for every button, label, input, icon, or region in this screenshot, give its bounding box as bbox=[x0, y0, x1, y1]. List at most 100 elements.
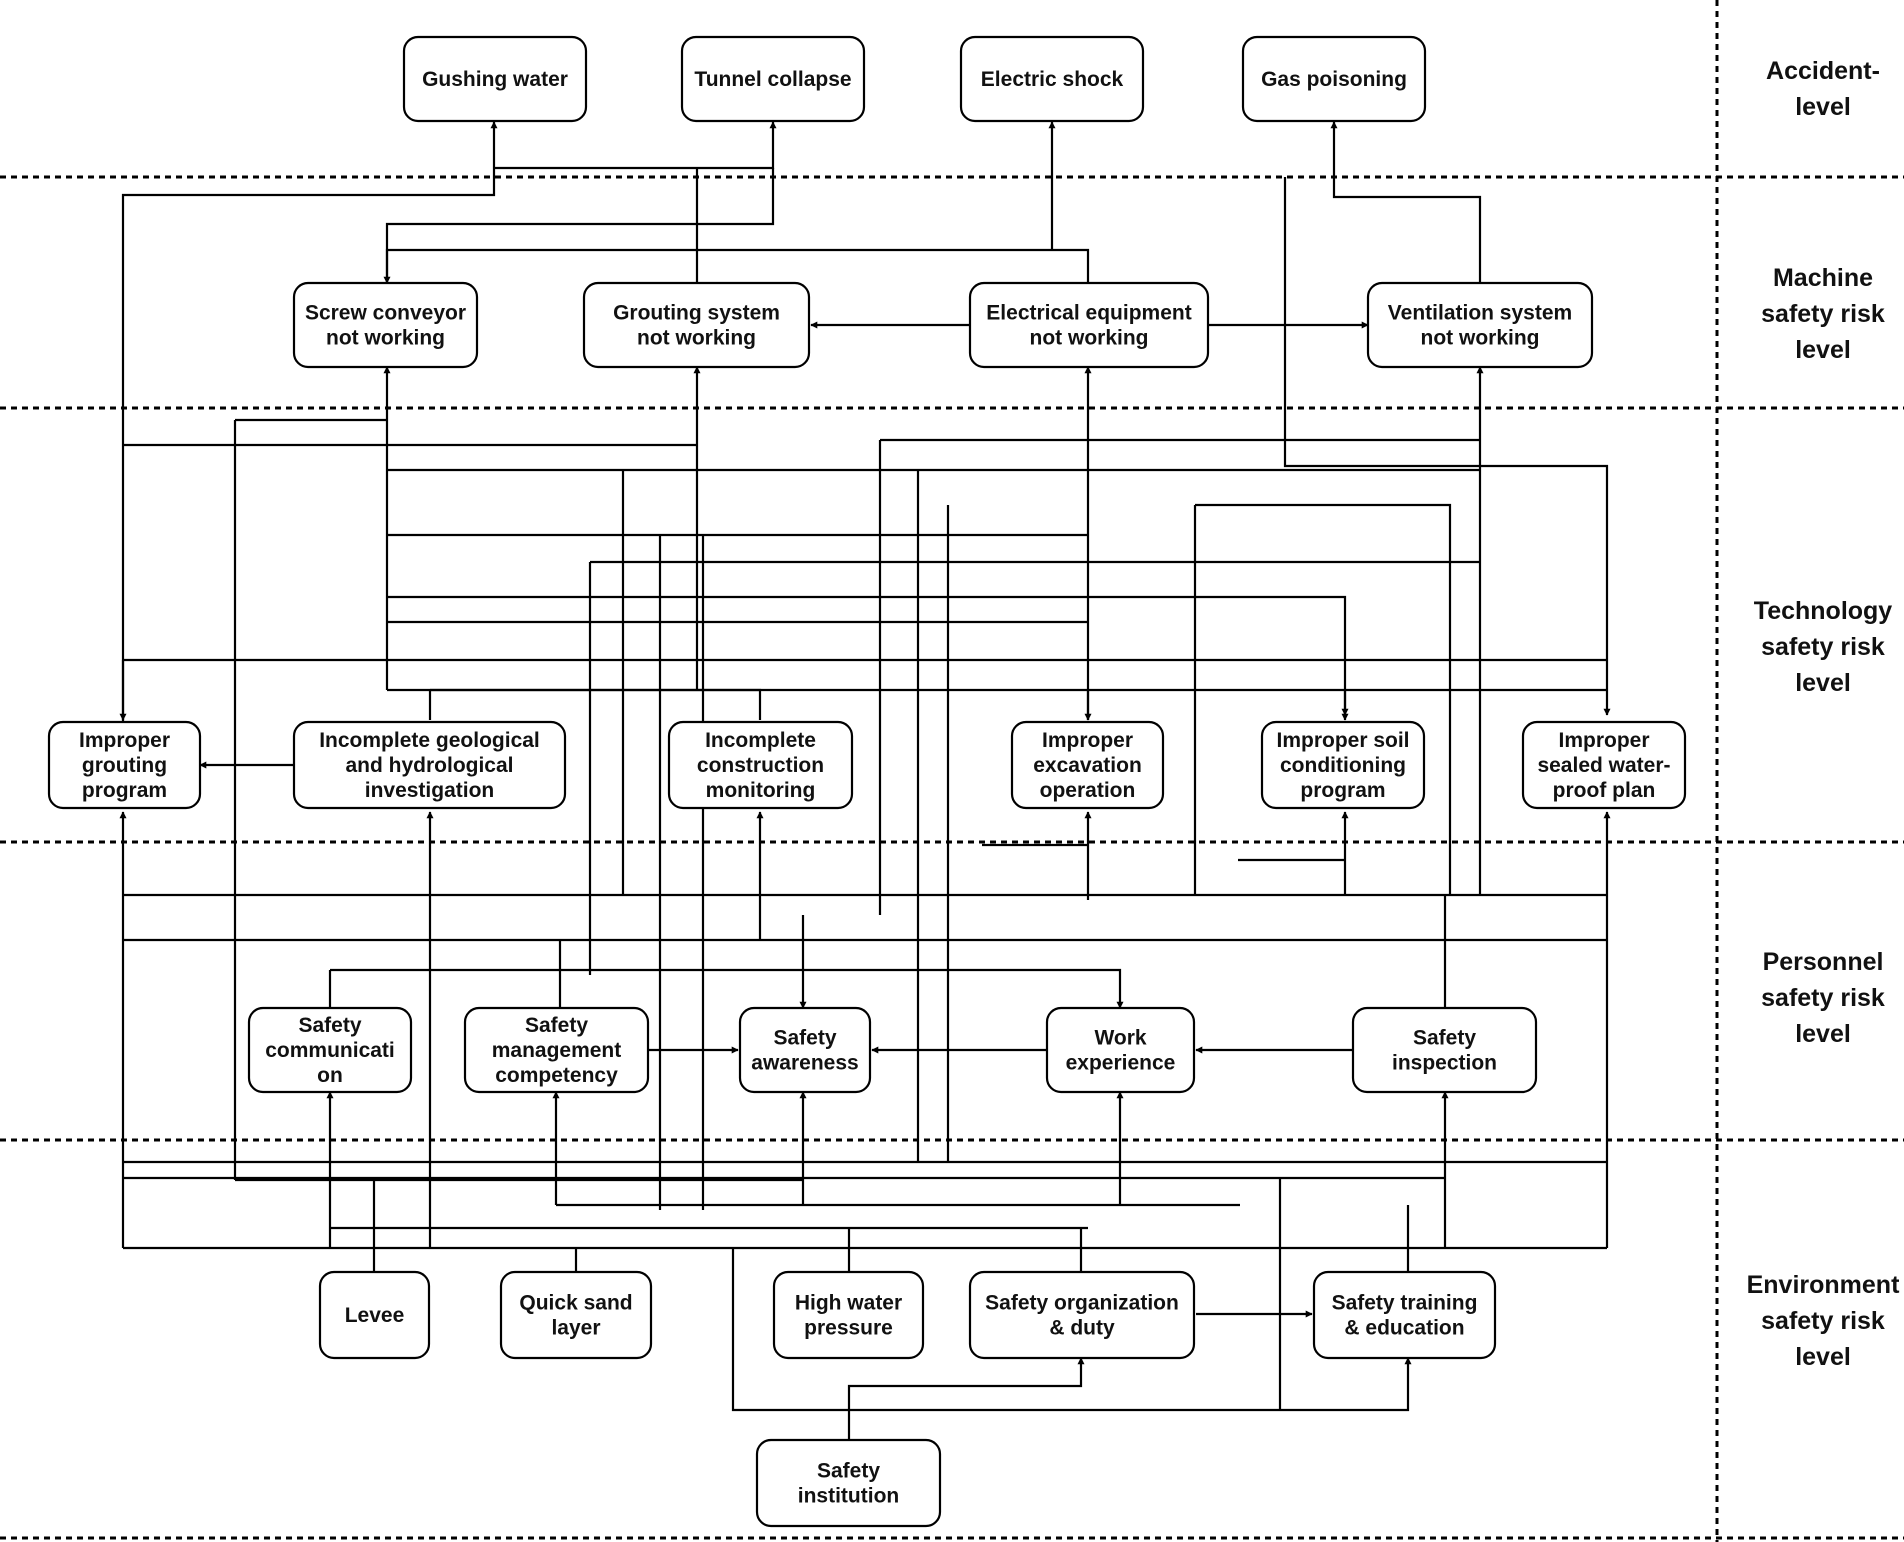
edge-institution-left bbox=[731, 1248, 849, 1412]
node-box bbox=[1366, 281, 1594, 369]
node-label-line: investigation bbox=[365, 779, 495, 802]
node-label-line: High water bbox=[795, 1292, 902, 1315]
node-safety-organization: Safety organization& duty bbox=[968, 1270, 1196, 1360]
node-label-line: Improper soil bbox=[1276, 729, 1409, 752]
node-layer: Gushing water Tunnel collapse Electric sho… bbox=[47, 35, 1687, 1528]
bus-personnel-3 bbox=[330, 968, 1124, 1009]
edge-to-gushing-water bbox=[121, 121, 498, 730]
edge-tunnel-collapse-feed bbox=[494, 121, 777, 170]
node-box bbox=[292, 281, 479, 369]
bus-technology-5 bbox=[1283, 177, 1611, 716]
level-label-line: Technology bbox=[1754, 597, 1893, 625]
node-label-line: awareness bbox=[751, 1052, 858, 1075]
node-box bbox=[499, 1270, 653, 1360]
node-label-line: Screw conveyor bbox=[305, 302, 466, 325]
edge-institution-to-organization bbox=[847, 1357, 1085, 1444]
node-label-line: Gas poisoning bbox=[1261, 68, 1407, 91]
node-label-line: Safety organization bbox=[985, 1292, 1179, 1315]
level-label-line: safety risk bbox=[1761, 984, 1885, 1012]
edge-to-screw-conveyor bbox=[383, 168, 775, 284]
node-label-line: communicati bbox=[265, 1039, 395, 1062]
node-label-line: Incomplete bbox=[705, 729, 816, 752]
level-label-line: safety risk bbox=[1761, 633, 1885, 661]
node-label-line: operation bbox=[1040, 779, 1136, 802]
level-label-line: level bbox=[1795, 1020, 1851, 1048]
node-label-line: Safety bbox=[298, 1014, 361, 1037]
node-label-line: Safety bbox=[817, 1460, 880, 1483]
edge-electrical-to-shock bbox=[385, 248, 1090, 283]
node-box bbox=[1351, 1006, 1538, 1094]
node-label-line: Work bbox=[1094, 1027, 1146, 1050]
level-label-line: level bbox=[1795, 1343, 1851, 1371]
node-label-line: Electrical equipment bbox=[986, 302, 1191, 325]
node-box bbox=[582, 281, 811, 369]
node-label-line: Ventilation system bbox=[1388, 302, 1572, 325]
node-box bbox=[1010, 720, 1165, 810]
level-label-line: safety risk bbox=[1761, 300, 1885, 328]
bus-technology-9 bbox=[387, 595, 1349, 716]
node-gushing-water: Gushing water bbox=[402, 35, 588, 123]
node-box bbox=[463, 1006, 650, 1094]
level-label-line: Accident- bbox=[1766, 57, 1880, 85]
node-label-line: & education bbox=[1344, 1317, 1464, 1340]
node-label-line: and hydrological bbox=[345, 754, 513, 777]
node-label-line: Quick sand bbox=[519, 1292, 632, 1315]
node-label-line: management bbox=[492, 1039, 622, 1062]
node-levee: Levee bbox=[318, 1270, 431, 1360]
node-label-line: not working bbox=[326, 327, 445, 350]
node-box bbox=[1045, 1006, 1196, 1094]
node-box bbox=[772, 1270, 925, 1360]
node-label-line: Electric shock bbox=[981, 68, 1124, 91]
node-box bbox=[738, 1006, 872, 1094]
node-label-line: pressure bbox=[804, 1317, 893, 1340]
node-label-line: Improper bbox=[79, 729, 170, 752]
node-label-line: competency bbox=[495, 1064, 618, 1087]
node-label-line: Safety bbox=[1413, 1027, 1476, 1050]
node-box bbox=[1521, 720, 1687, 810]
level-label-accident: Accident-level bbox=[1766, 57, 1880, 121]
node-box bbox=[667, 720, 854, 810]
node-label-line: Levee bbox=[345, 1304, 405, 1327]
node-label-line: grouting bbox=[82, 754, 167, 777]
node-label-line: Grouting system bbox=[613, 302, 780, 325]
edge-layer bbox=[119, 121, 1611, 1444]
node-tunnel-collapse: Tunnel collapse bbox=[680, 35, 866, 123]
node-label-line: conditioning bbox=[1280, 754, 1406, 777]
node-label-line: layer bbox=[551, 1317, 600, 1340]
node-label-line: not working bbox=[637, 327, 756, 350]
node-label-line: not working bbox=[1421, 327, 1540, 350]
node-box bbox=[247, 1006, 413, 1094]
node-box bbox=[755, 1438, 942, 1528]
node-label-line: program bbox=[1300, 779, 1385, 802]
node-label-line: on bbox=[317, 1064, 343, 1087]
level-label-line: level bbox=[1795, 93, 1851, 121]
node-label-line: Gushing water bbox=[422, 68, 568, 91]
edge-institution-to-training bbox=[849, 1357, 1412, 1412]
level-label-line: safety risk bbox=[1761, 1307, 1885, 1335]
node-box bbox=[968, 281, 1210, 369]
node-label-line: not working bbox=[1030, 327, 1149, 350]
node-gas-poisoning: Gas poisoning bbox=[1241, 35, 1427, 123]
level-label-line: Personnel bbox=[1763, 948, 1884, 976]
node-label-line: Safety bbox=[525, 1014, 588, 1037]
node-box bbox=[1241, 35, 1427, 123]
node-label-line: monitoring bbox=[706, 779, 816, 802]
